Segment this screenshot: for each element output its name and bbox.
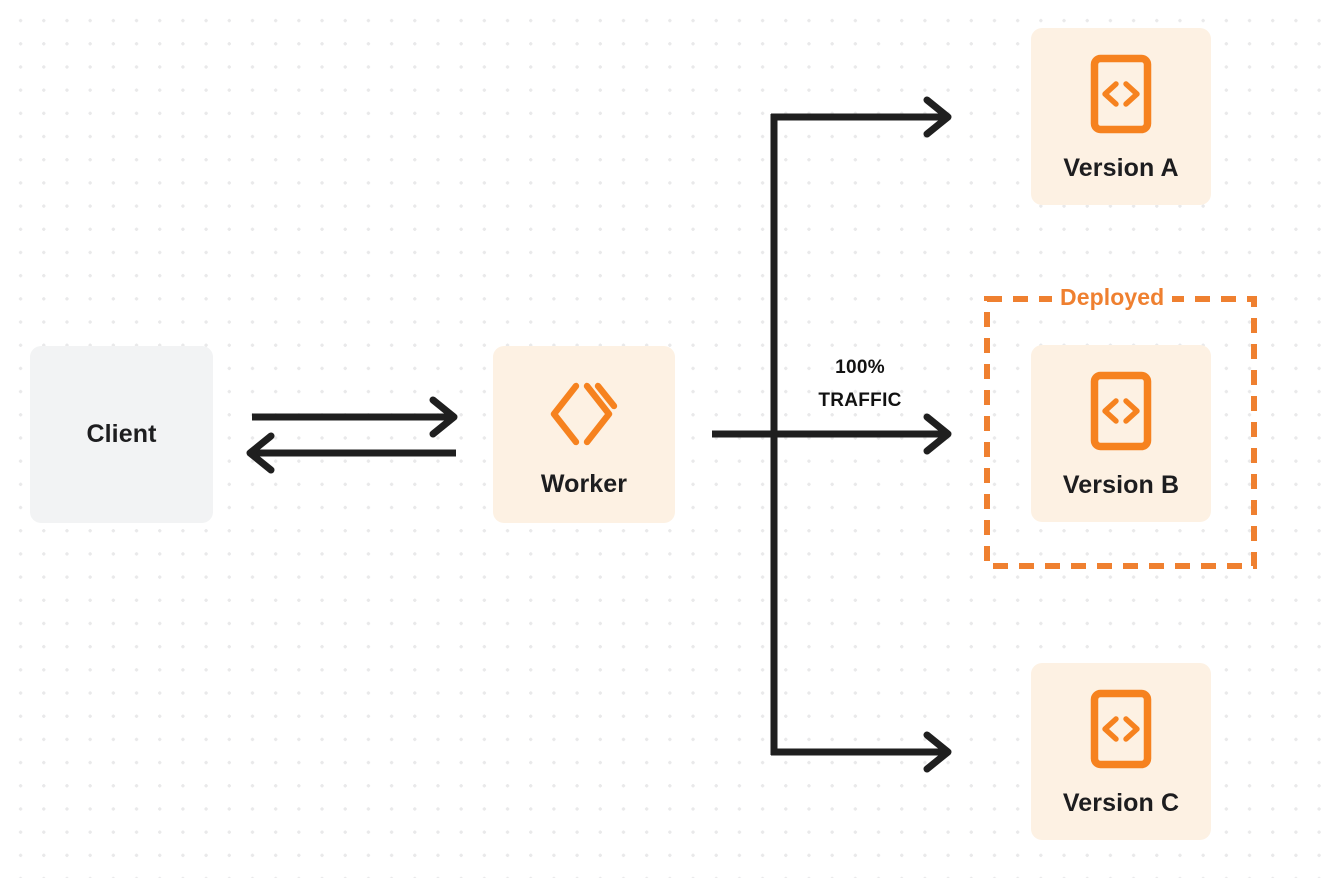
worker-node[interactable]: Worker <box>493 346 675 523</box>
edge-worker-to-client <box>246 432 456 474</box>
traffic-word: TRAFFIC <box>818 390 902 411</box>
client-node-label: Client <box>86 420 157 448</box>
edge-worker-to-version-c <box>771 731 952 773</box>
traffic-label: 100% TRAFFIC <box>787 351 933 417</box>
version-b-label: Version B <box>1062 471 1180 499</box>
version-a-node[interactable]: Version A <box>1031 28 1211 205</box>
code-brackets-icon <box>1090 689 1152 769</box>
version-b-node[interactable]: Version B <box>1031 345 1211 522</box>
code-brackets-icon <box>1090 371 1152 451</box>
code-brackets-icon <box>1090 54 1152 134</box>
client-node[interactable]: Client <box>30 346 213 523</box>
version-c-node[interactable]: Version C <box>1031 663 1211 840</box>
deployed-group-label: Deployed <box>1052 286 1173 309</box>
edge-worker-to-version-b <box>712 413 952 455</box>
traffic-percent: 100% <box>835 357 885 378</box>
edge-client-to-worker <box>252 396 458 438</box>
version-a-label: Version A <box>1063 154 1179 182</box>
worker-node-label: Worker <box>540 470 628 498</box>
edge-worker-to-version-a <box>771 96 952 138</box>
version-c-label: Version C <box>1062 789 1180 817</box>
cloudflare-workers-icon <box>546 376 622 452</box>
